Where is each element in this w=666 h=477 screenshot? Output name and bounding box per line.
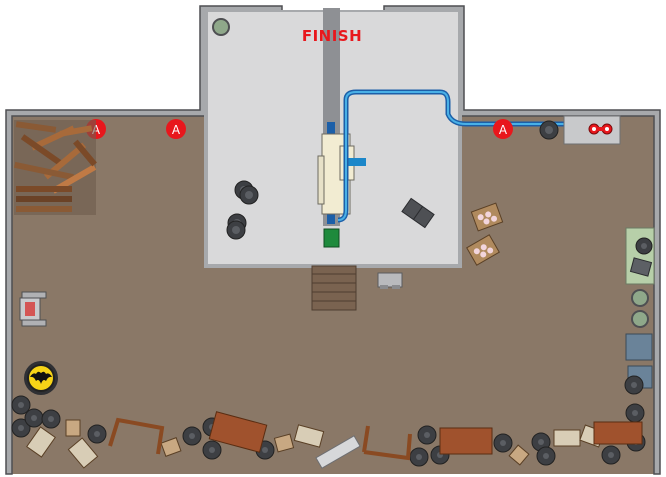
crate-icon[interactable] [466,234,500,266]
crate-icon[interactable] [470,202,504,232]
finish-label: FINISH [302,27,362,45]
tire-icon[interactable] [234,180,259,205]
blue-crate [625,333,653,361]
bottom-debris [11,375,646,469]
monitor [629,257,653,277]
valve-icon[interactable] [588,123,613,135]
floor-drain [631,310,649,328]
stairs [311,265,357,311]
floor-drain [212,18,230,36]
metal-crate[interactable] [401,197,435,229]
svg-text:A: A [499,123,508,137]
robot-icon[interactable] [19,291,47,327]
green-box[interactable] [323,228,340,248]
svg-text:A: A [92,123,101,137]
tire-icon[interactable] [226,213,247,240]
floor-drain [631,289,649,307]
wood-pile-icon [14,120,97,215]
marker-a-2[interactable]: A [166,119,186,139]
tire-icon[interactable] [635,237,653,255]
pipe [337,91,580,221]
tire-icon[interactable] [539,120,559,140]
svg-text:A: A [172,123,181,137]
robot-icon[interactable] [377,272,403,289]
green-cabinet [625,227,655,285]
marker-a-3[interactable]: A [493,119,513,139]
bat-signal-icon[interactable] [24,361,58,395]
